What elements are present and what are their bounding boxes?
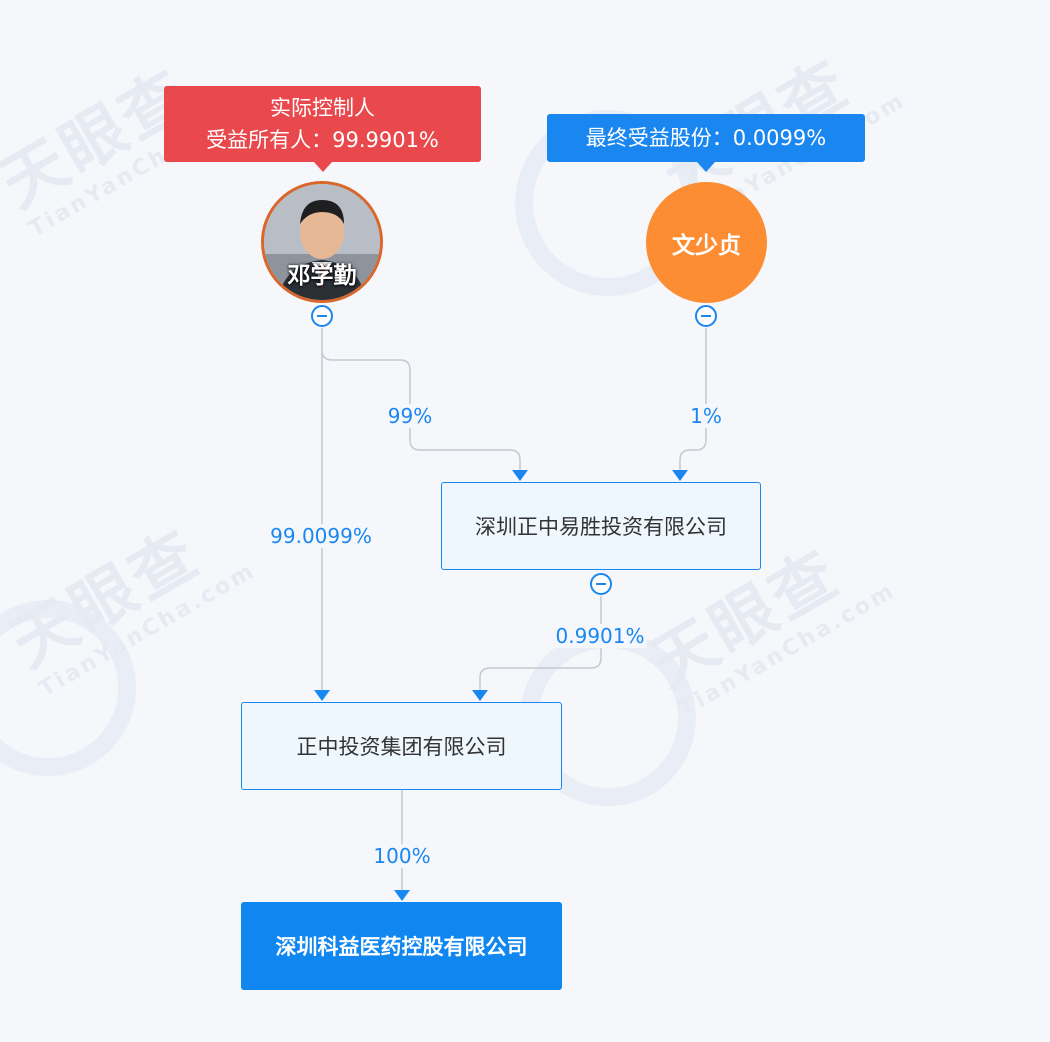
percent-group-target: 100%: [371, 844, 433, 868]
person-avatar-deng[interactable]: 邓学勤: [261, 181, 383, 303]
collapse-toggle-shenzhen[interactable]: [590, 573, 612, 595]
edge-wen-shenzhen: [679, 328, 707, 470]
company-node-shenzhen-zhengzhong[interactable]: 深圳正中易胜投资有限公司: [441, 482, 761, 570]
arrow-head: [472, 690, 488, 701]
tag-pointer: [313, 162, 332, 172]
collapse-toggle-wen[interactable]: [695, 305, 717, 327]
edge-deng-shenzhen: [321, 349, 521, 470]
arrow-head: [672, 470, 688, 481]
beneficial-owner-label: 受益所有人：99.9901%: [206, 128, 439, 152]
company-node-target[interactable]: 深圳科益医药控股有限公司: [241, 902, 562, 990]
company-name: 深圳正中易胜投资有限公司: [475, 515, 727, 539]
person-name-wen: 文少贞: [672, 232, 741, 259]
percent-deng-shenzhen: 99%: [385, 404, 435, 428]
company-name: 深圳科益医药控股有限公司: [275, 935, 528, 959]
arrow-head: [314, 690, 330, 701]
percent-shenzhen-group: 0.9901%: [553, 624, 647, 648]
percent-wen-shenzhen: 1%: [688, 404, 724, 428]
actual-controller-tag: 实际控制人 受益所有人：99.9901%: [164, 86, 481, 172]
person-name-deng: 邓学勤: [287, 263, 357, 289]
company-node-zhengzhong-group[interactable]: 正中投资集团有限公司: [241, 702, 562, 790]
final-benefit-label: 最终受益股份：0.0099%: [585, 126, 827, 150]
edge-shenzhen-group: [479, 596, 602, 690]
actual-controller-label: 实际控制人: [270, 96, 375, 120]
collapse-toggle-deng[interactable]: [311, 305, 333, 327]
arrow-head: [512, 470, 528, 481]
company-name: 正中投资集团有限公司: [296, 735, 507, 759]
person-avatar-wen[interactable]: 文少贞: [646, 182, 767, 303]
percent-deng-group: 99.0099%: [268, 524, 374, 548]
person-photo: [264, 184, 380, 300]
tag-pointer: [697, 162, 715, 172]
arrow-head: [394, 890, 410, 901]
final-benefit-tag: 最终受益股份：0.0099%: [547, 114, 865, 172]
